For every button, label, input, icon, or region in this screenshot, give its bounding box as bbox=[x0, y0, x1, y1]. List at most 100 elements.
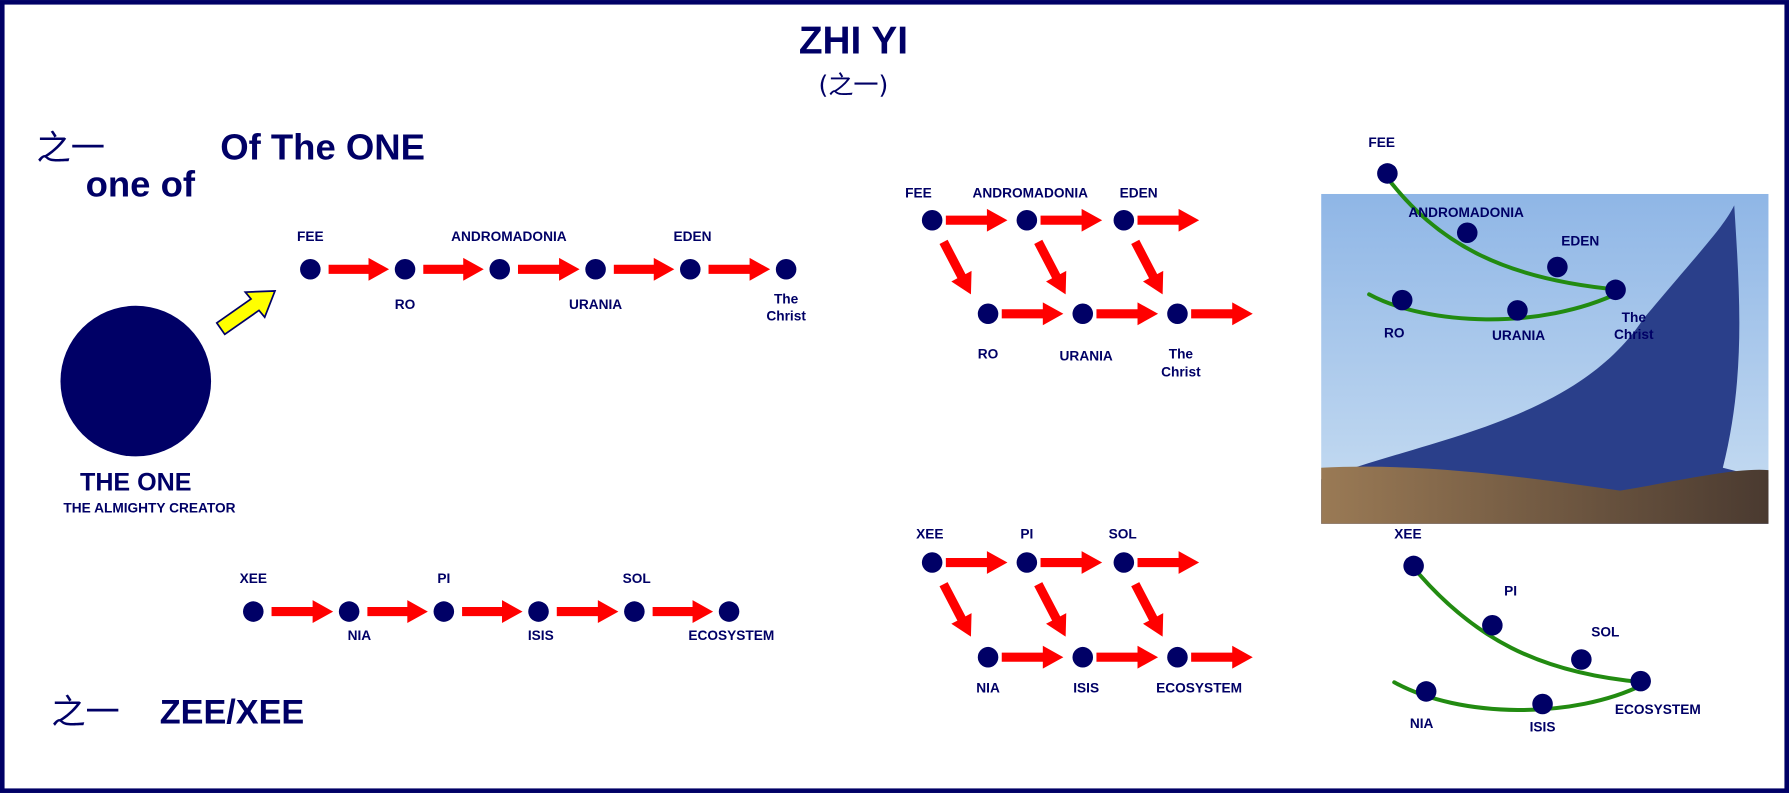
node-dot bbox=[1113, 552, 1135, 573]
page-title: ZHI YI bbox=[799, 20, 908, 63]
node-label: SOL bbox=[623, 571, 651, 586]
node-label: ISIS bbox=[1530, 719, 1556, 734]
node-label: ECOSYSTEM bbox=[688, 628, 774, 643]
node-label: SOL bbox=[1109, 527, 1137, 542]
red-arrow bbox=[1096, 645, 1159, 669]
node-label: URANIA bbox=[1492, 328, 1545, 343]
node-dot bbox=[585, 259, 606, 280]
node-dot bbox=[528, 601, 549, 622]
red-arrow bbox=[1191, 302, 1253, 326]
red-arrow bbox=[1034, 239, 1067, 295]
node-label: ANDROMADONIA bbox=[972, 185, 1088, 200]
node-label: URANIA bbox=[1060, 349, 1113, 364]
node-dot bbox=[489, 259, 511, 280]
node-dot bbox=[1016, 209, 1038, 231]
node-label: Christ bbox=[1614, 327, 1654, 342]
node-label: The bbox=[1169, 346, 1194, 361]
node-label: EDEN bbox=[1561, 233, 1599, 248]
node-dot bbox=[921, 209, 943, 231]
node-dot bbox=[1532, 693, 1553, 715]
green-curve bbox=[1381, 171, 1623, 292]
node-dot bbox=[1113, 209, 1135, 231]
node-dot bbox=[977, 303, 999, 325]
the-one-circle bbox=[60, 305, 212, 457]
node-label: PI bbox=[437, 571, 450, 586]
node-label: RO bbox=[1384, 326, 1405, 341]
node-label: FEE bbox=[905, 185, 932, 200]
node-dot bbox=[1072, 303, 1094, 325]
node-dot bbox=[1016, 552, 1038, 573]
red-arrow bbox=[271, 600, 334, 623]
node-label: ECOSYSTEM bbox=[1156, 681, 1242, 696]
red-arrow bbox=[945, 551, 1008, 574]
yellow-pointer-arrow bbox=[215, 290, 277, 336]
node-label: PI bbox=[1020, 527, 1033, 542]
node-dot bbox=[1547, 256, 1568, 278]
red-arrow bbox=[939, 239, 972, 295]
red-arrow bbox=[462, 600, 523, 623]
red-arrow bbox=[613, 257, 675, 281]
node-dot bbox=[1605, 279, 1626, 301]
node-label: FEE bbox=[1368, 135, 1395, 150]
node-dot bbox=[338, 601, 360, 622]
node-label: NIA bbox=[348, 628, 372, 643]
node-label: RO bbox=[395, 297, 416, 312]
node-dot bbox=[1377, 163, 1398, 184]
red-arrow bbox=[1191, 645, 1253, 669]
red-arrow bbox=[1096, 302, 1159, 326]
red-arrow bbox=[1001, 645, 1064, 669]
node-label: EDEN bbox=[674, 229, 712, 244]
node-label: RO bbox=[978, 346, 999, 361]
node-label: NIA bbox=[1410, 716, 1434, 731]
red-arrow bbox=[1034, 582, 1067, 637]
node-label: Christ bbox=[766, 309, 806, 324]
zee-xee-heading: ZEE/XEE bbox=[160, 693, 305, 731]
node-label: XEE bbox=[916, 527, 943, 542]
node-dot bbox=[1630, 670, 1651, 692]
node-label: EDEN bbox=[1120, 185, 1158, 200]
red-arrow bbox=[1131, 582, 1164, 637]
node-label: ECOSYSTEM bbox=[1615, 702, 1701, 717]
background-photo-wave bbox=[1321, 205, 1769, 524]
node-dot bbox=[775, 259, 797, 280]
red-arrow bbox=[1001, 302, 1064, 326]
node-label: NIA bbox=[976, 681, 1000, 696]
red-arrow bbox=[708, 257, 771, 281]
node-dot bbox=[1415, 681, 1437, 702]
red-arrow bbox=[328, 257, 390, 281]
node-label: ANDROMADONIA bbox=[1408, 205, 1524, 220]
red-arrow bbox=[367, 600, 428, 623]
node-label: SOL bbox=[1591, 625, 1619, 640]
node-dot bbox=[718, 601, 740, 622]
node-dot bbox=[977, 646, 999, 668]
background-photo-ground bbox=[1321, 466, 1769, 524]
cjk-heading-xee: 之一 bbox=[51, 692, 119, 732]
node-dot bbox=[243, 601, 264, 622]
red-arrow bbox=[1137, 208, 1200, 232]
node-dot bbox=[680, 259, 701, 280]
node-dot bbox=[624, 601, 645, 622]
node-label: ISIS bbox=[528, 628, 554, 643]
node-dot bbox=[433, 601, 455, 622]
node-label: URANIA bbox=[569, 297, 622, 312]
cjk-heading: 之一 bbox=[37, 129, 105, 169]
one-of-heading: one of bbox=[86, 163, 196, 204]
red-arrow bbox=[1131, 239, 1164, 295]
the-one-title: THE ONE bbox=[80, 469, 192, 497]
node-dot bbox=[1167, 646, 1188, 668]
page-subtitle: (之一) bbox=[819, 71, 889, 100]
node-dot bbox=[300, 259, 321, 280]
node-label: Christ bbox=[1161, 365, 1201, 380]
green-curve bbox=[1408, 561, 1645, 685]
red-arrow bbox=[1040, 551, 1103, 574]
red-arrow bbox=[517, 257, 580, 281]
red-arrow bbox=[1040, 208, 1103, 232]
node-dot bbox=[1507, 300, 1528, 321]
node-dot bbox=[1167, 303, 1188, 325]
of-the-one-heading: Of The ONE bbox=[220, 127, 425, 168]
node-dot bbox=[1456, 222, 1478, 244]
node-label: The bbox=[774, 292, 799, 307]
node-dot bbox=[921, 552, 943, 573]
node-label: PI bbox=[1504, 584, 1517, 599]
